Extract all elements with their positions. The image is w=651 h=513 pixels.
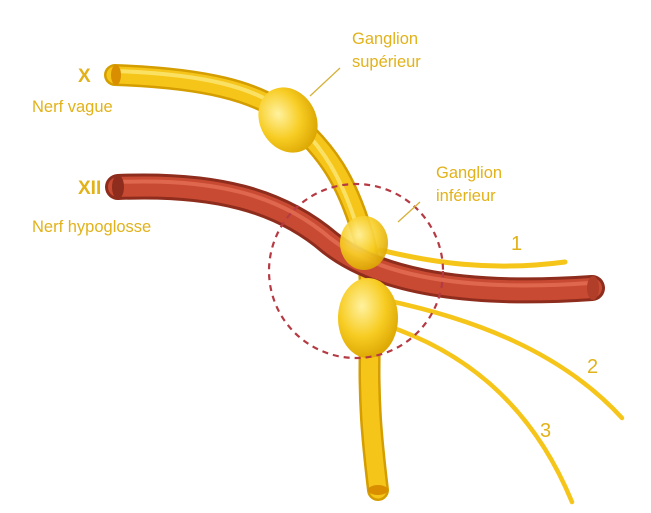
label-inferior-line2: inférieur [436,187,496,205]
leader-superior [310,68,340,96]
label-xii-name: Nerf hypoglosse [32,218,151,236]
vagus-cut-end [111,65,121,85]
label-x-name: Nerf vague [32,98,113,116]
branch-1-path [380,250,565,266]
inferior-ganglion-upper [340,216,388,270]
vagus-nerve [111,65,388,495]
label-superior-line1: Ganglion [352,30,418,48]
label-inferior-line1: Ganglion [436,164,502,182]
label-branch-2: 2 [587,356,598,378]
label-branch-1: 1 [511,233,522,255]
label-branch-3: 3 [540,420,551,442]
leader-inferior [398,202,420,222]
label-superior-line2: supérieur [352,53,421,71]
hypoglossal-cut-end [112,175,124,199]
label-xii-roman: XII [78,178,101,199]
vagus-bottom-end [368,485,388,495]
branch-3-path [385,325,572,502]
hypoglossal-right-end [587,276,599,300]
label-x-roman: X [78,66,91,87]
inferior-ganglion-lower [338,278,398,358]
